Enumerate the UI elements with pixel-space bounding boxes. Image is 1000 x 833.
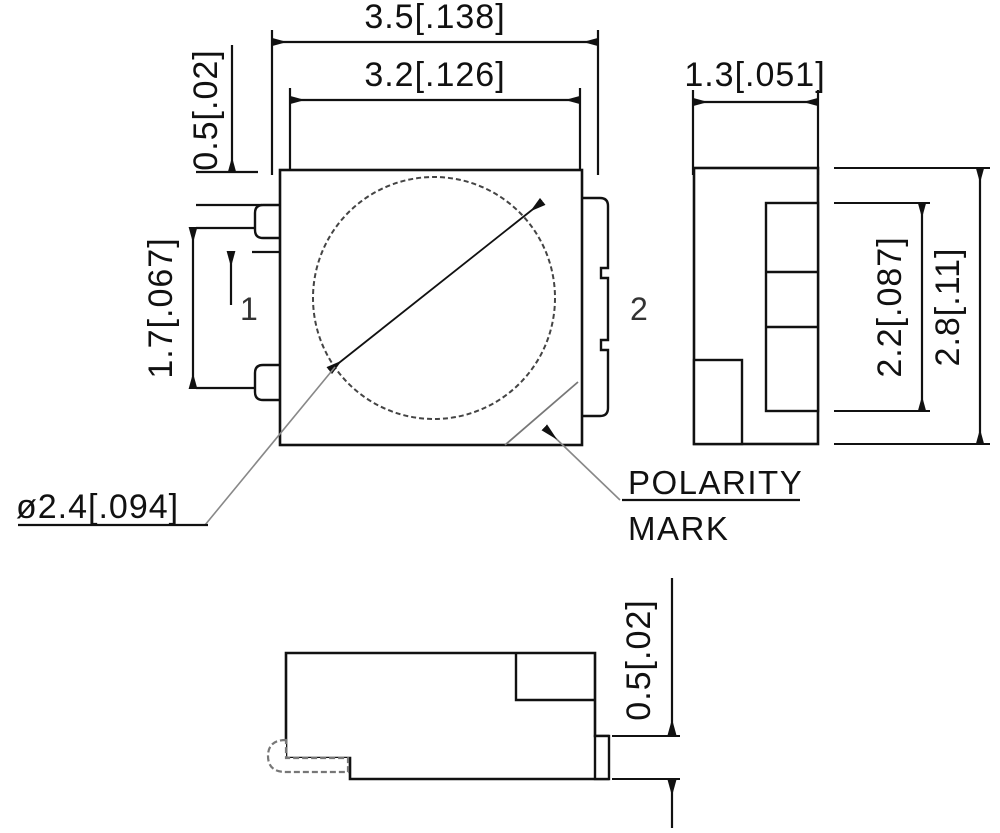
polarity-label-line2: MARK bbox=[628, 510, 729, 547]
dim-label-overall-height: 2.8[.11] bbox=[929, 248, 967, 367]
lens-circle bbox=[312, 176, 556, 420]
side-view-group: 1.3[.051] 2.2[.087] 2.8[.11] bbox=[684, 56, 990, 446]
lens-diameter-leader-tail bbox=[204, 366, 336, 526]
dim-label-overall-width: 3.5[.138] bbox=[364, 0, 505, 36]
pin-1-label: 1 bbox=[240, 291, 258, 327]
dim-label-body-width: 3.2[.126] bbox=[364, 56, 505, 94]
bottom-view-right-lead bbox=[593, 734, 611, 781]
lens-diameter-leader bbox=[326, 197, 546, 375]
pin-2-label: 2 bbox=[630, 291, 648, 327]
dim-label-lead-pitch: 1.7[.067] bbox=[142, 237, 180, 378]
polarity-mark-leader bbox=[541, 424, 621, 501]
polarity-label-line1: POLARITY bbox=[628, 464, 803, 501]
top-view-body-outline bbox=[278, 168, 584, 447]
side-view-lead-column bbox=[764, 201, 820, 413]
bottom-view-top-step bbox=[514, 653, 595, 702]
dim-label-bottom-lead-height: 0.5[.02] bbox=[620, 599, 658, 720]
dim-label-inner-height: 2.2[.087] bbox=[871, 236, 909, 377]
bottom-view-group: 0.5[.02] bbox=[266, 578, 680, 828]
top-view-lead-tab-3 bbox=[578, 196, 610, 418]
bottom-view-left-hook bbox=[266, 738, 350, 774]
dim-label-lead-offset-top: 0.5[.02] bbox=[187, 49, 225, 170]
top-view-lead-tab-2 bbox=[253, 363, 287, 402]
top-view-group: 3.5[.138] 3.2[.126] 0.5[.02] 1.7[.067] 1… bbox=[16, 0, 803, 547]
polarity-mark-chamfer bbox=[504, 381, 579, 446]
dim-label-side-thickness: 1.3[.051] bbox=[684, 56, 825, 94]
side-view-lead-foot bbox=[692, 358, 744, 446]
top-view-lead-tab-1 bbox=[253, 203, 287, 240]
dim-label-lens-diameter: ø2.4[.094] bbox=[16, 488, 179, 526]
